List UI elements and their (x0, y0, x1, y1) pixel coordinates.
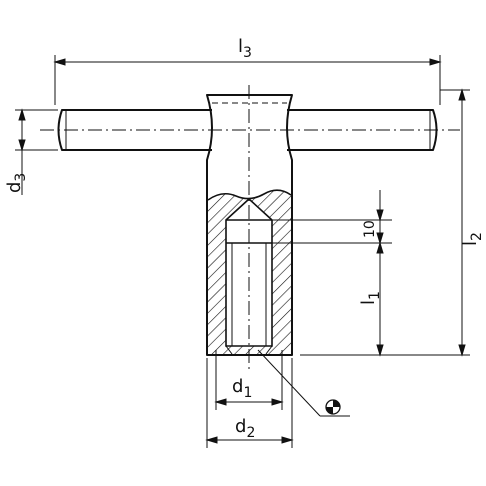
label-l2: l2 (460, 232, 485, 246)
label-d2: d2 (235, 416, 255, 441)
dimension-lines (15, 55, 470, 448)
quadrant-circle-icon (325, 399, 341, 415)
center-lines (40, 85, 460, 372)
label-l1: l1 (358, 291, 383, 305)
label-l3: l3 (238, 36, 252, 61)
hub-body (206, 94, 293, 356)
label-d1: d1 (232, 376, 252, 401)
label-depth: 10 (362, 220, 378, 238)
dimension-labels: l3 d3 l2 l1 10 d1 d2 (4, 36, 485, 441)
label-d3: d3 (4, 173, 29, 193)
